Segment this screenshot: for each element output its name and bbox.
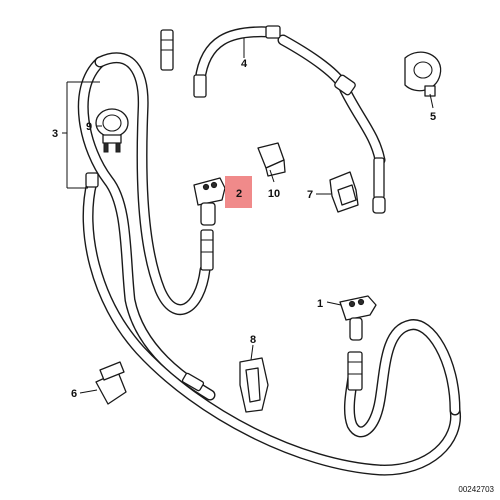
part-nozzle-1 bbox=[339, 295, 377, 341]
hose-long-outer bbox=[82, 176, 462, 476]
callout-2: 2 bbox=[236, 188, 242, 200]
callout-8: 8 bbox=[250, 334, 256, 346]
part-clamp-5 bbox=[404, 51, 442, 97]
part-nozzle-2 bbox=[193, 177, 226, 226]
hose-left-loop bbox=[77, 56, 216, 401]
hose-top-right bbox=[277, 34, 386, 166]
part-bracket-8 bbox=[239, 357, 269, 413]
highlight-box bbox=[225, 176, 252, 208]
part-clip-10 bbox=[257, 142, 286, 177]
callout-3: 3 bbox=[52, 128, 58, 140]
document-number: 00242703 bbox=[458, 485, 494, 494]
part-valve bbox=[95, 108, 129, 153]
callout-7: 7 bbox=[307, 189, 313, 201]
callout-10: 10 bbox=[268, 188, 280, 200]
hose-upper-loop bbox=[94, 52, 211, 316]
hose-top-arc bbox=[194, 26, 276, 86]
part-clip-6 bbox=[95, 361, 127, 405]
callout-4: 4 bbox=[241, 58, 248, 70]
leader-lines bbox=[62, 38, 434, 394]
callout-5: 5 bbox=[430, 111, 436, 123]
callout-6: 6 bbox=[71, 388, 77, 400]
hose-right-loop bbox=[344, 319, 461, 438]
part-holder-7 bbox=[329, 171, 359, 213]
callout-9: 9 bbox=[86, 121, 92, 133]
callout-1: 1 bbox=[317, 298, 323, 310]
hose-connectors bbox=[85, 25, 386, 392]
